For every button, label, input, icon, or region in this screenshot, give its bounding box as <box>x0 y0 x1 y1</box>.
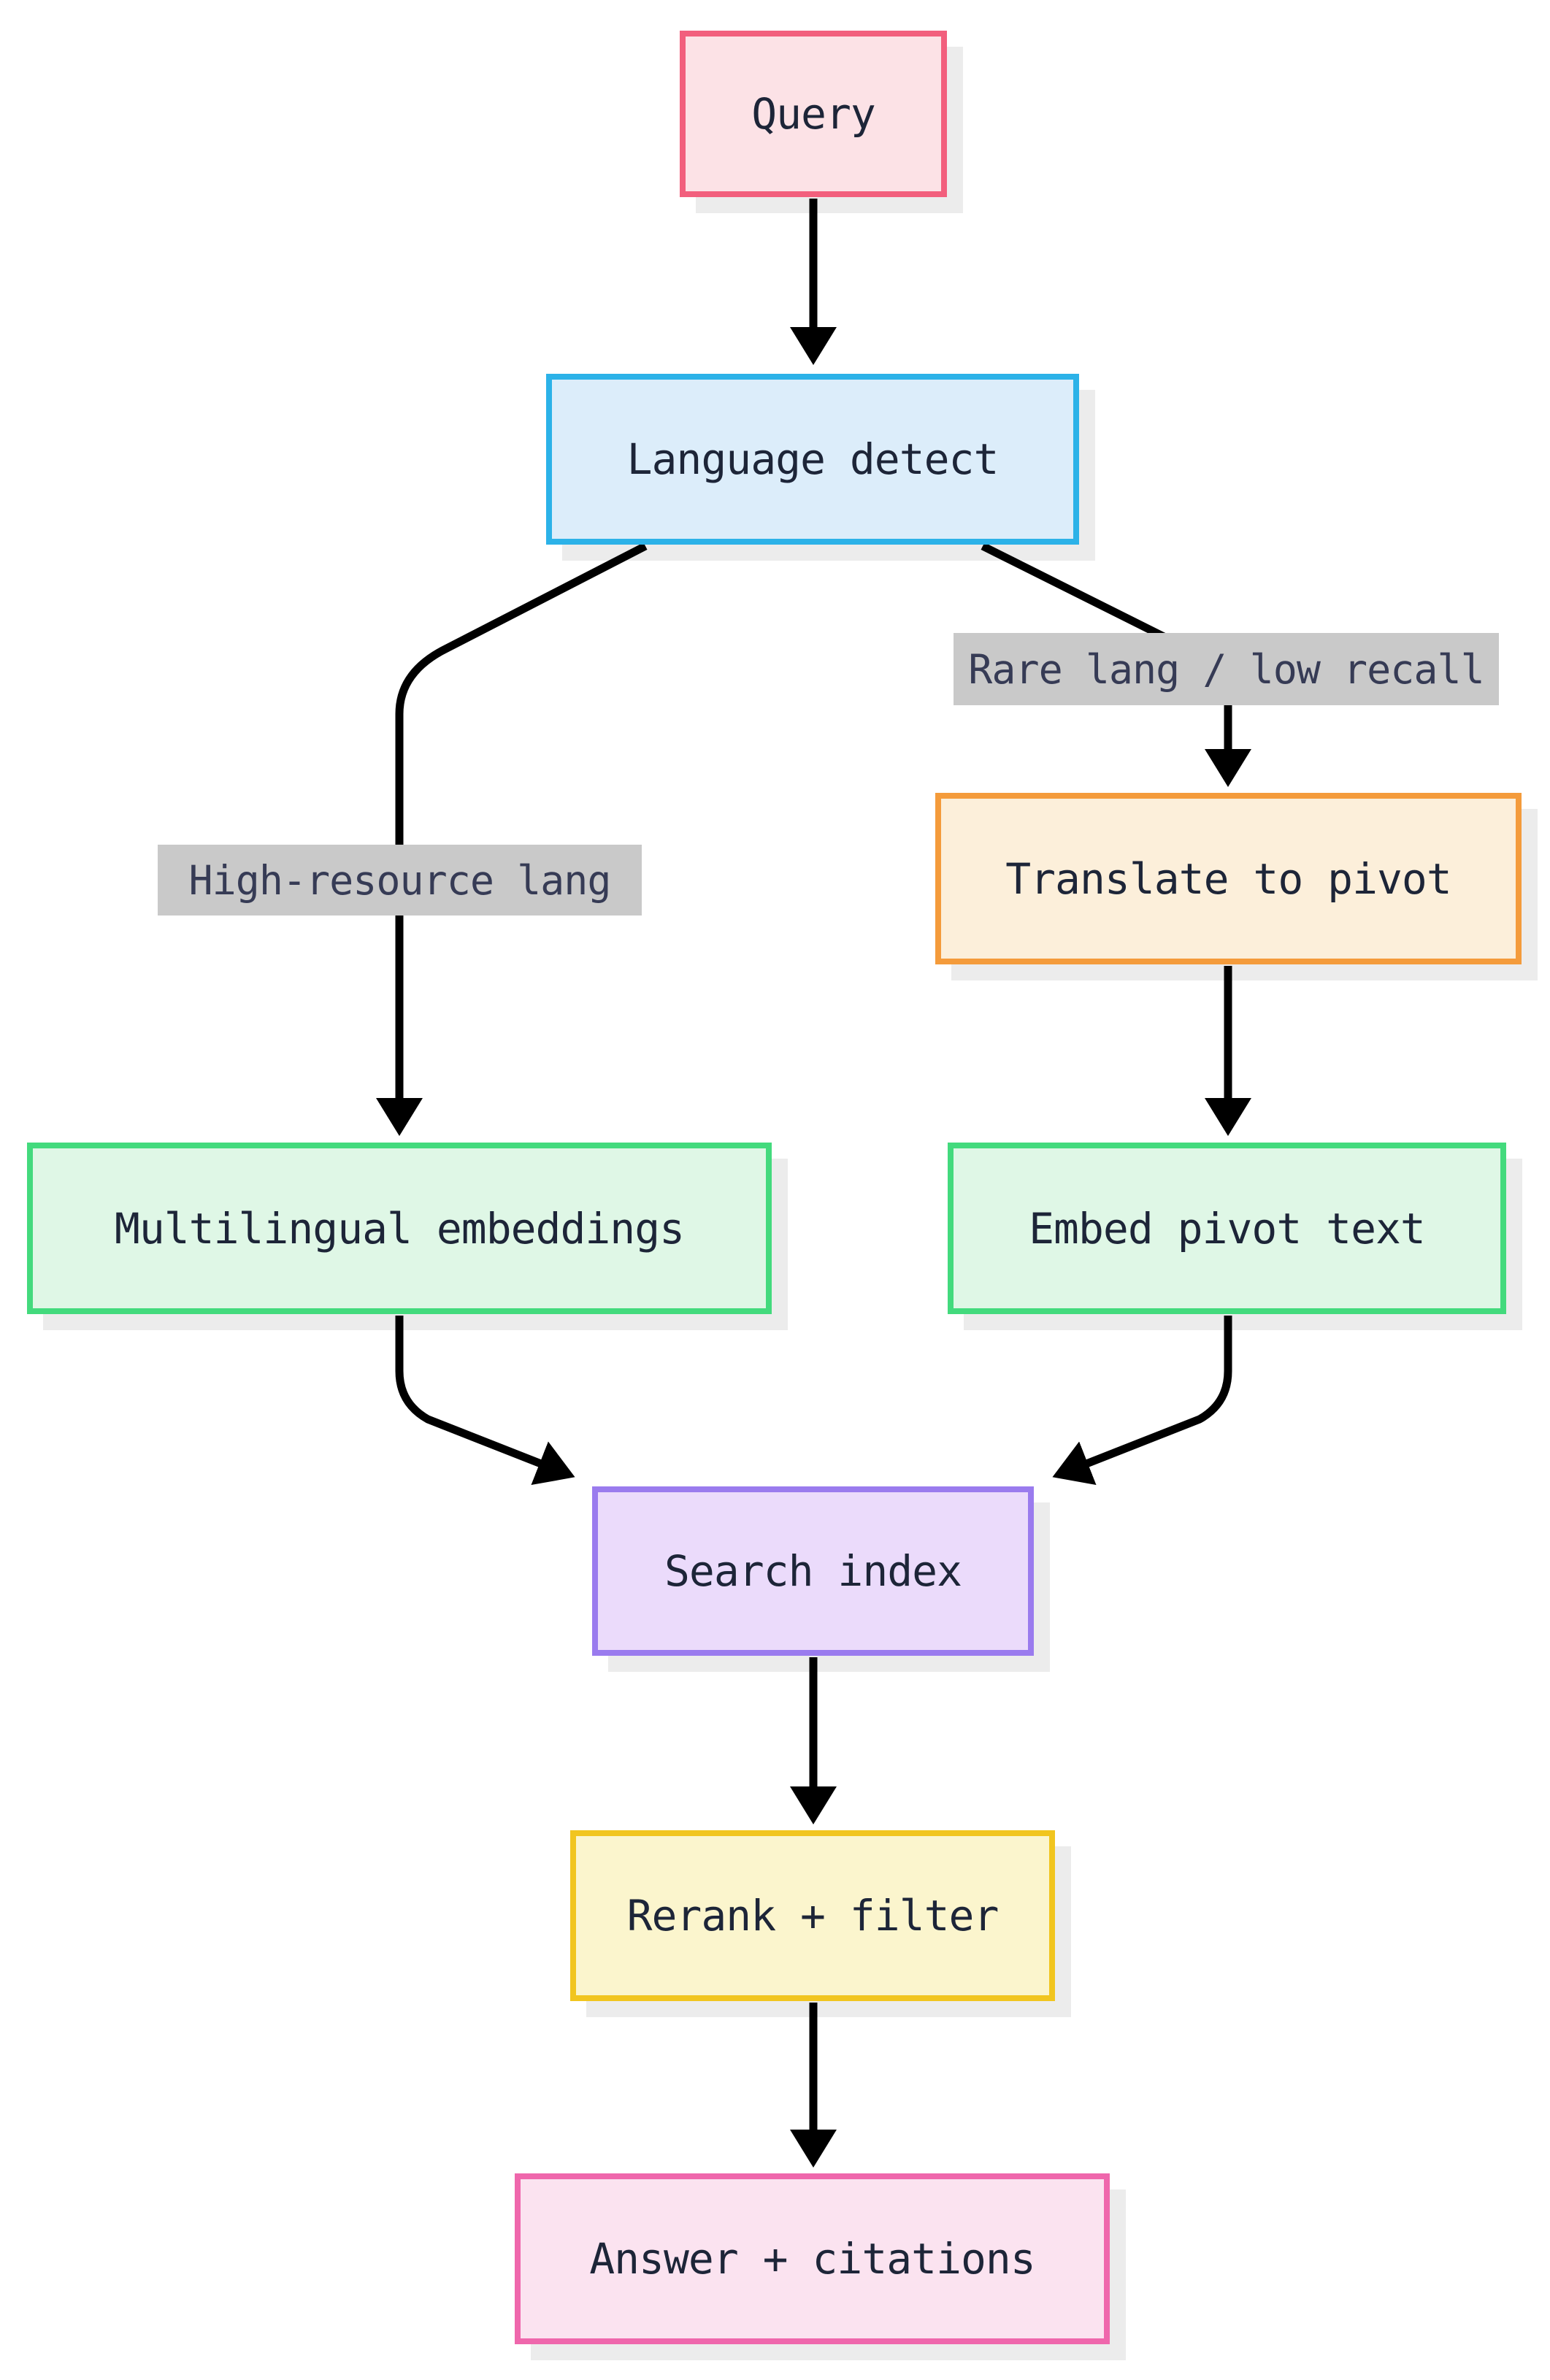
edge-embed-pivot-text-to-search-index <box>1052 1316 1232 1486</box>
node-label: Embed pivot text <box>1029 1203 1426 1254</box>
node-answer-citations: Answer + citations <box>515 2173 1110 2344</box>
node-query: Query <box>680 31 947 197</box>
node-translate-to-pivot: Translate to pivot <box>935 793 1522 964</box>
node-label: Rerank + filter <box>626 1891 1000 1941</box>
node-multilingual-embeddings: Multilingual embeddings <box>27 1143 772 1314</box>
node-label: Language detect <box>626 434 1000 484</box>
edge-label-rare-lang-low-recall: Rare lang / low recall <box>954 633 1499 705</box>
edge-label-text: Rare lang / low recall <box>968 645 1484 693</box>
node-rerank-filter: Rerank + filter <box>570 1830 1055 2001</box>
node-embed-pivot-text: Embed pivot text <box>948 1143 1506 1314</box>
node-label: Answer + citations <box>589 2234 1036 2284</box>
node-label: Multilingual embeddings <box>114 1203 685 1254</box>
node-language-detect: Language detect <box>546 374 1079 545</box>
node-label: Query <box>751 89 876 139</box>
node-search-index: Search index <box>592 1486 1034 1656</box>
edge-multilingual-embeddings-to-search-index <box>395 1316 575 1486</box>
edge-label-high-resource-lang: High-resource lang <box>158 845 642 915</box>
edge-label-text: High-resource lang <box>188 856 611 904</box>
edge-language-detect-to-multilingual-embeddings <box>376 542 648 1136</box>
node-label: Search index <box>664 1546 962 1596</box>
node-label: Translate to pivot <box>1005 853 1452 904</box>
